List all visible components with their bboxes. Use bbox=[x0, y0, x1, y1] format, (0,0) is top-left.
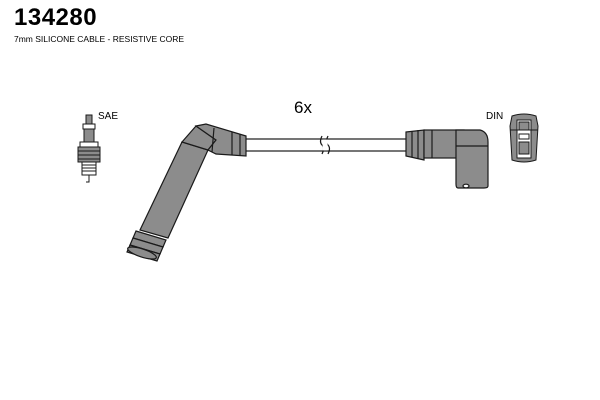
spark-plug-icon bbox=[77, 114, 101, 183]
din-terminal-icon bbox=[509, 113, 539, 163]
din-label: DIN bbox=[486, 111, 504, 122]
quantity-label: 6x bbox=[294, 98, 312, 117]
sae-label: SAE bbox=[98, 111, 119, 122]
part-number: 134280 bbox=[14, 4, 98, 31]
cable-body bbox=[243, 135, 425, 155]
product-description: 7mm SILICONE CABLE - RESISTIVE CORE bbox=[14, 34, 185, 44]
coil-boot-icon bbox=[405, 129, 489, 189]
plug-boot-icon bbox=[126, 123, 247, 262]
